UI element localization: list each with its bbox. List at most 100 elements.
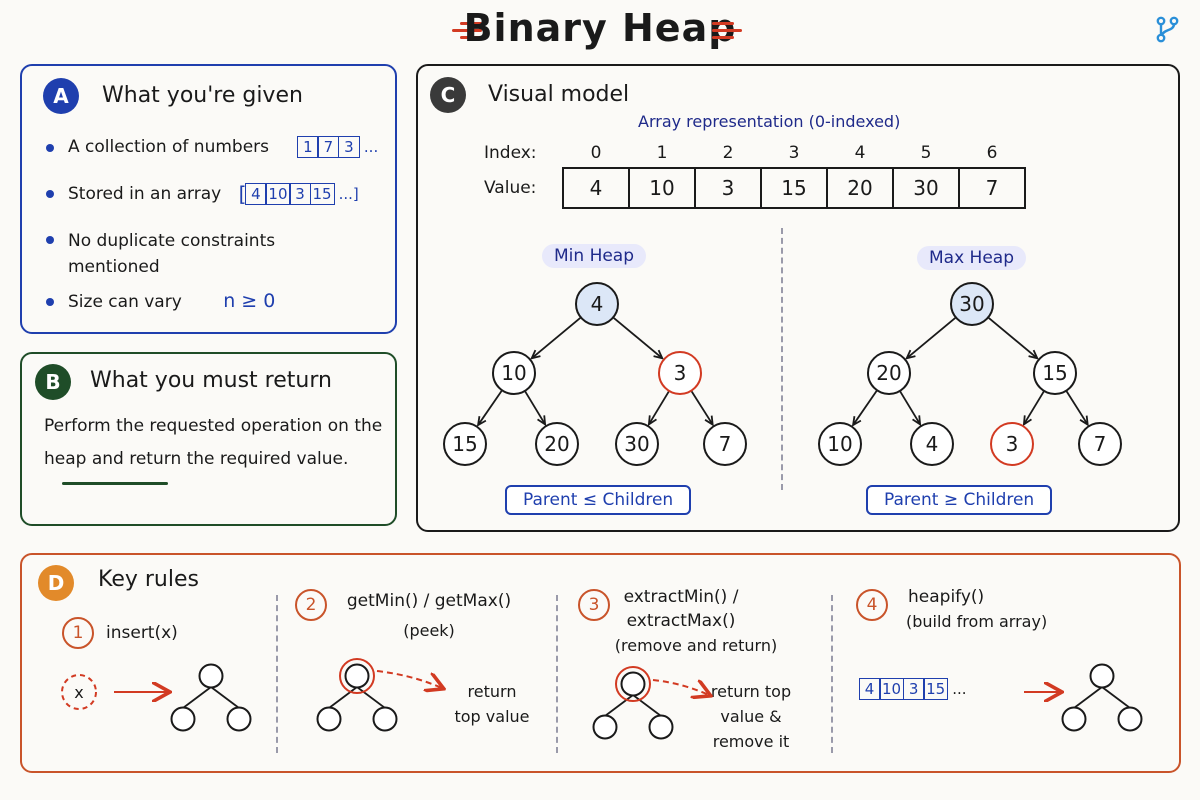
- mini-tree-node: [648, 714, 674, 740]
- branch-icon[interactable]: [1152, 14, 1182, 44]
- array-cell: 20: [828, 169, 894, 207]
- mini-tree-node: [1061, 706, 1087, 732]
- mini-tree-edge: [632, 694, 662, 717]
- heap-node-label: 4: [926, 432, 939, 456]
- page-title: Binary Heap: [463, 6, 737, 50]
- title-decoration-right: [712, 18, 746, 44]
- array-index: 6: [986, 143, 998, 163]
- rule-number: 4: [856, 589, 888, 621]
- heap-node: [990, 422, 1034, 466]
- heap-node-label: 20: [876, 361, 901, 385]
- array-index: 4: [854, 143, 866, 163]
- heap-node: [1033, 351, 1077, 395]
- tree-edge-arrowhead: [1028, 349, 1039, 360]
- heap-node-label: 15: [1042, 361, 1067, 385]
- top-highlight: [339, 658, 375, 694]
- tree-edge-arrowhead: [1079, 415, 1089, 427]
- array-index: 0: [590, 143, 602, 163]
- mini-tree-edge: [1101, 686, 1131, 709]
- tree-edge-arrowhead: [912, 415, 922, 427]
- heap-node-label: 15: [452, 432, 477, 456]
- mini-tree-edge: [182, 686, 212, 709]
- value-label: Value:: [484, 178, 537, 198]
- array-cell: 10: [630, 169, 696, 207]
- badge-b: B: [35, 364, 71, 400]
- mini-tree-node: [344, 663, 370, 689]
- heap-node: [535, 422, 579, 466]
- divider: [556, 595, 558, 753]
- mini-tree-edge: [1073, 686, 1103, 709]
- divider: [276, 595, 278, 753]
- mini-tree-edge: [604, 694, 634, 717]
- array-cell: 7: [985, 176, 999, 200]
- arrow: [652, 679, 709, 695]
- panel-visual-model: C Visual model Array representation (0-i…: [416, 64, 1180, 532]
- rule-number: 1: [62, 617, 94, 649]
- mini-tree-node: [316, 706, 342, 732]
- badge-c: C: [430, 77, 466, 113]
- tree-edge: [899, 390, 921, 425]
- mini-tree-node: [592, 714, 618, 740]
- underline-decoration: [62, 482, 168, 485]
- array-index: 2: [722, 143, 734, 163]
- tree-edge-arrowhead: [905, 349, 916, 360]
- tree-edge-arrowhead: [647, 415, 657, 427]
- mini-tree-node: [1117, 706, 1143, 732]
- mini-tree-edge: [328, 686, 358, 709]
- tree-edge: [648, 390, 670, 425]
- heap-node-label: 10: [501, 361, 526, 385]
- panel-a-title: What you're given: [102, 83, 303, 108]
- list-item: Size can vary n ≥ 0: [44, 290, 378, 312]
- tree-edge: [524, 390, 546, 425]
- tree-edge-arrowhead: [851, 416, 862, 427]
- divider: [831, 595, 833, 753]
- rule-sub: (peek): [403, 621, 455, 640]
- heap-node-label: 30: [624, 432, 649, 456]
- rule-name: heapify(): [908, 587, 985, 607]
- heap-node: [575, 282, 619, 326]
- badge-a: A: [43, 78, 79, 114]
- heap-node: [910, 422, 954, 466]
- panel-given: A What you're given A collection of numb…: [20, 64, 397, 334]
- heap-node: [615, 422, 659, 466]
- min-heap-rule: Parent ≤ Children: [505, 485, 692, 515]
- heap-node: [818, 422, 862, 466]
- rule-name: extractMin() / extractMax(): [623, 587, 739, 631]
- heap-node: [867, 351, 911, 395]
- insert-element: [61, 674, 97, 710]
- max-heap-rule: Parent ≥ Children: [866, 485, 1053, 515]
- divider: [781, 228, 783, 490]
- rule-diagrams: x: [61, 658, 1143, 740]
- panel-b-title: What you must return: [90, 368, 332, 393]
- heap-node: [703, 422, 747, 466]
- rule-name: insert(x): [106, 623, 178, 643]
- heap-node-label: 7: [719, 432, 732, 456]
- insert-element-label: x: [74, 683, 83, 702]
- mini-tree-edge: [210, 686, 240, 709]
- mini-tree-node: [170, 706, 196, 732]
- array-cell: 15: [762, 169, 828, 207]
- tree-edge: [987, 316, 1038, 359]
- heap-node-label: 20: [544, 432, 569, 456]
- heap-node-label: 7: [1094, 432, 1107, 456]
- heap-node-label: 10: [827, 432, 852, 456]
- tree-edge: [531, 316, 582, 359]
- rule-name: getMin() / getMax(): [346, 591, 512, 611]
- tree-edge-arrowhead: [653, 349, 664, 360]
- rule-sub: (build from array): [906, 612, 1048, 631]
- mini-tree-node: [226, 706, 252, 732]
- max-heap-label: Max Heap: [917, 246, 1026, 270]
- arrow: [376, 670, 442, 688]
- top-highlight: [615, 666, 651, 702]
- array-index: 1: [656, 143, 668, 163]
- tree-edge-arrowhead: [530, 349, 541, 360]
- heap-node-label: 30: [959, 292, 984, 316]
- heap-node: [443, 422, 487, 466]
- return-description: Perform the requested operation on the h…: [44, 416, 383, 469]
- array-cell: 4: [564, 169, 630, 207]
- heap-node-label: 4: [591, 292, 604, 316]
